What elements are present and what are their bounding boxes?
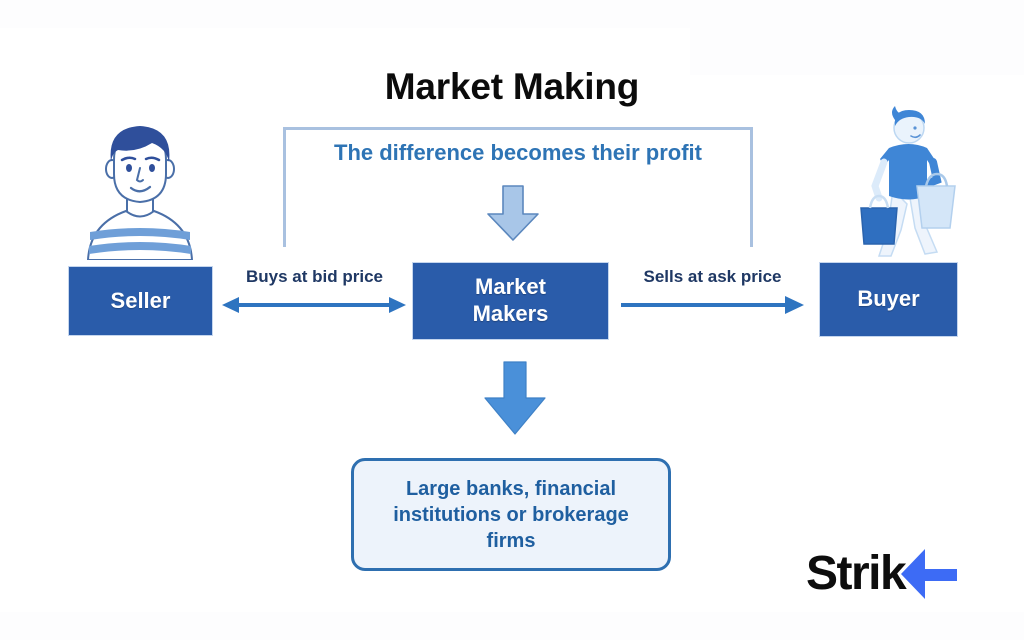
arrow-right-icon	[621, 296, 804, 314]
arrow-down-icon	[487, 185, 539, 241]
institutions-box[interactable]: Large banks, financial institutions or b…	[351, 458, 671, 571]
seller-box-label: Seller	[110, 287, 171, 313]
man-portrait-icon	[86, 126, 194, 260]
market-makers-box-label: Market Makers	[473, 274, 549, 328]
ask-price-label: Sells at ask price	[643, 267, 782, 286]
seller-box[interactable]: Seller	[68, 266, 213, 336]
page-title: Market Making	[384, 66, 640, 107]
buyer-box-label: Buyer	[857, 286, 920, 312]
market-makers-line-2: Makers	[472, 301, 549, 326]
background-tint-top-right	[690, 0, 1024, 75]
institutions-box-label: Large banks, financial institutions or b…	[393, 477, 629, 552]
bracket-left-rule	[283, 127, 286, 247]
bid-price-label: Buys at bid price	[246, 267, 383, 286]
profit-caption: The difference becomes their profit	[334, 140, 702, 165]
bracket-right-rule	[750, 127, 753, 247]
arrow-down-icon	[484, 361, 546, 435]
brand-logo[interactable]: Strik	[806, 548, 958, 600]
strike-chevron-icon	[901, 549, 958, 599]
arrow-left-right-icon	[222, 297, 406, 313]
bracket-top-rule	[283, 127, 753, 130]
shopper-walking-with-bags-icon	[860, 106, 956, 257]
market-makers-box[interactable]: Market Makers	[412, 262, 609, 340]
brand-logo-text: Strik	[806, 547, 907, 600]
buyer-box[interactable]: Buyer	[819, 262, 958, 337]
background-tint-bottom	[0, 612, 1024, 640]
background-tint-top-left	[0, 0, 690, 28]
market-makers-line-1: Market	[475, 274, 546, 300]
